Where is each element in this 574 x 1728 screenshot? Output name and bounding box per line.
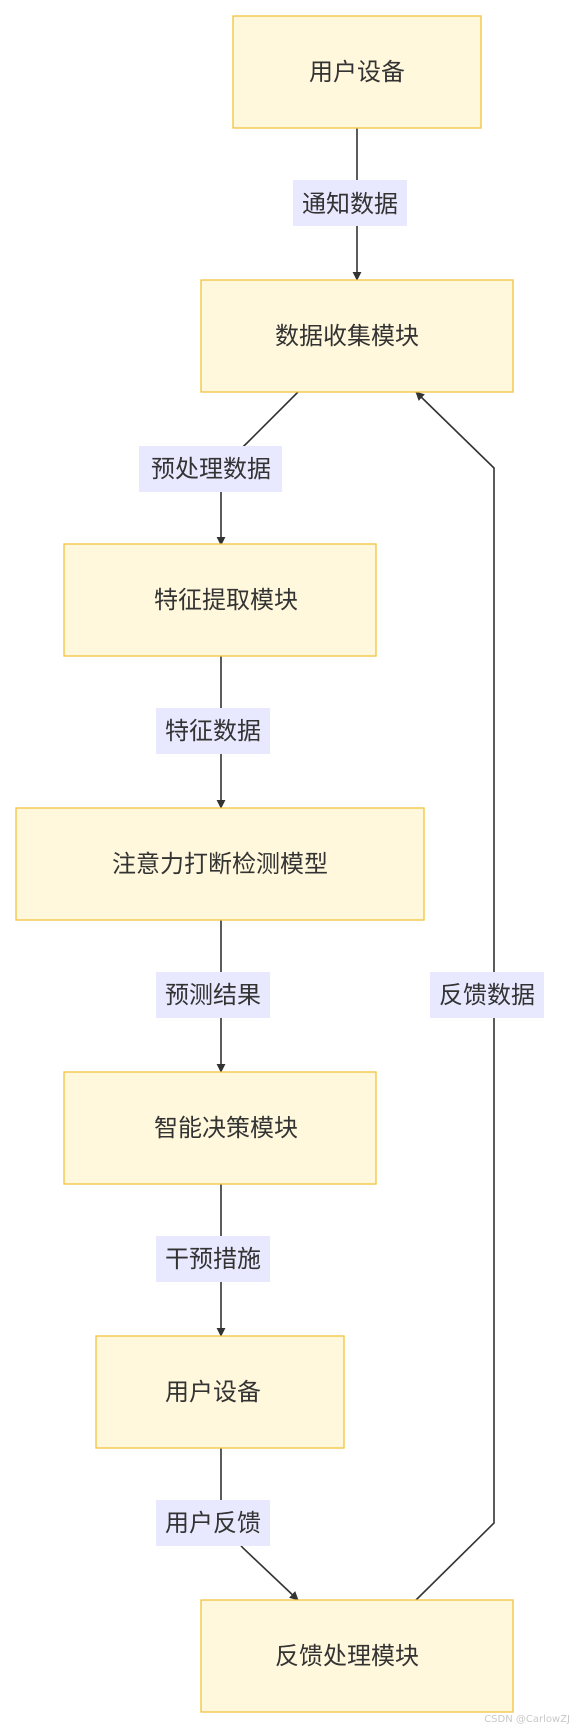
node-user-device-top-label: 用户设备 [309, 58, 405, 86]
edge-label-user-feedback: 用户反馈 [156, 1500, 270, 1546]
edge-label-intervention: 干预措施 [156, 1236, 270, 1282]
node-attention-model: 注意力打断检测模型 [15, 807, 425, 921]
node-attention-model-label: 注意力打断检测模型 [112, 850, 328, 878]
edge-label-intervention-text: 干预措施 [165, 1245, 261, 1273]
edge-label-user-feedback-text: 用户反馈 [165, 1509, 261, 1537]
edge-label-notify-data-text: 通知数据 [302, 190, 398, 218]
node-user-device-bottom-label: 用户设备 [165, 1378, 261, 1406]
node-decision-label: 智能决策模块 [154, 1114, 298, 1142]
edge-label-prediction-result: 预测结果 [156, 972, 270, 1018]
node-user-device-top: 用户设备 [232, 15, 482, 129]
edge-label-preprocess-data: 预处理数据 [139, 446, 282, 492]
node-data-collection: 数据收集模块 [200, 279, 514, 393]
node-feature-extraction-label: 特征提取模块 [154, 586, 298, 614]
watermark: CSDN @CarlowZJ [484, 1714, 570, 1725]
edge-label-preprocess-data-text: 预处理数据 [151, 455, 271, 483]
edge-label-feature-data: 特征数据 [156, 708, 270, 754]
edge-label-feedback-data-text: 反馈数据 [439, 981, 535, 1009]
node-feedback-processing-label: 反馈处理模块 [275, 1642, 419, 1670]
edge-label-feature-data-text: 特征数据 [165, 717, 261, 745]
edge-label-notify-data: 通知数据 [293, 180, 407, 226]
node-data-collection-label: 数据收集模块 [275, 322, 419, 350]
node-decision: 智能决策模块 [63, 1071, 377, 1185]
edge-label-feedback-data: 反馈数据 [430, 972, 544, 1018]
node-user-device-bottom: 用户设备 [95, 1335, 345, 1449]
node-feature-extraction: 特征提取模块 [63, 543, 377, 657]
node-feedback-processing: 反馈处理模块 [200, 1599, 514, 1713]
edge-label-prediction-result-text: 预测结果 [165, 981, 261, 1009]
